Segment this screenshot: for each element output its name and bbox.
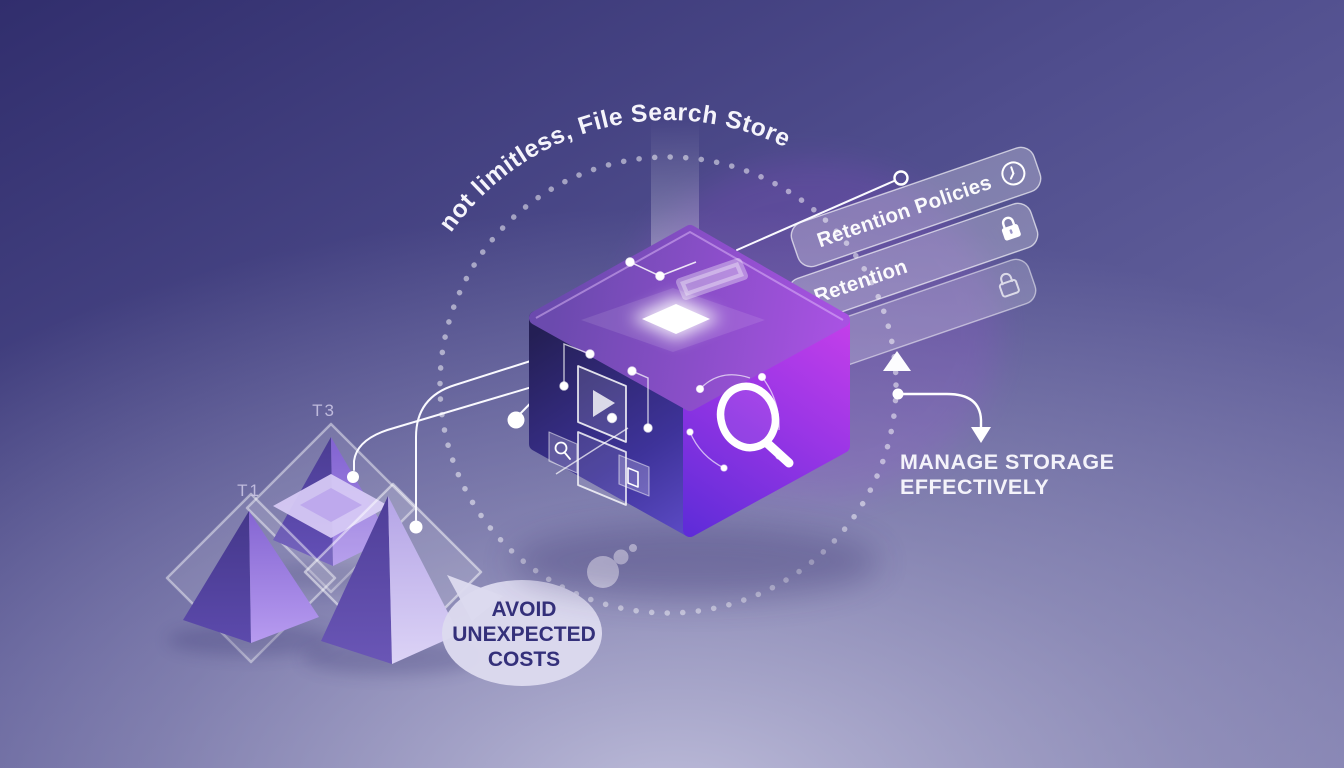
cube-edge-highlight bbox=[535, 230, 844, 321]
node-links bbox=[555, 342, 653, 475]
file-search-store-cube bbox=[510, 122, 880, 600]
manage-storage-callout: MANAGE STORAGE EFFECTIVELY bbox=[883, 351, 1114, 499]
pyramid-label-t3: T3 bbox=[312, 401, 336, 420]
magnifier-icon bbox=[686, 372, 794, 472]
bubble-body bbox=[442, 580, 602, 686]
bubble-line-1: AVOID bbox=[492, 598, 557, 621]
manage-line-1: MANAGE STORAGE bbox=[900, 450, 1114, 474]
arrow-start-dot bbox=[892, 388, 904, 400]
manage-line-2: EFFECTIVELY bbox=[900, 475, 1049, 499]
pyramid-tiers: T3 T1 bbox=[165, 401, 483, 675]
document-icon bbox=[627, 467, 639, 488]
connector-to-ring bbox=[736, 180, 895, 251]
up-arrow-icon bbox=[883, 351, 911, 371]
empty-tile bbox=[577, 431, 627, 506]
clock-icon bbox=[1001, 161, 1026, 186]
glow-slot-core bbox=[642, 304, 710, 334]
magnifier-network bbox=[686, 372, 783, 472]
chip-nodes bbox=[625, 257, 697, 281]
endpoint-dot bbox=[409, 520, 423, 534]
endpoint-ring bbox=[893, 170, 909, 186]
endpoint-dot bbox=[507, 411, 525, 429]
left-face-tiles bbox=[548, 342, 653, 506]
connector-to-t3 bbox=[353, 364, 607, 471]
pyramid-label-t1: T1 bbox=[237, 481, 261, 500]
connector-endpoints bbox=[347, 170, 909, 534]
cube-shadow bbox=[510, 524, 880, 600]
bubble-line-2: UNEXPECTED bbox=[452, 623, 596, 646]
lock-filled-icon bbox=[1001, 216, 1021, 241]
document-tile bbox=[618, 454, 650, 497]
pyramid-t1 bbox=[183, 511, 319, 643]
connector-to-big-pyramid bbox=[415, 329, 629, 521]
curved-arrow bbox=[902, 392, 983, 428]
lock-outline-icon bbox=[998, 272, 1020, 298]
bubble-line-3: COSTS bbox=[488, 648, 560, 671]
pyramid-big bbox=[321, 496, 459, 664]
floating-chip bbox=[676, 258, 748, 300]
endpoint-dot bbox=[347, 471, 359, 483]
search-icon bbox=[554, 441, 571, 460]
play-icon bbox=[593, 390, 615, 417]
down-arrowhead-icon bbox=[971, 427, 991, 443]
